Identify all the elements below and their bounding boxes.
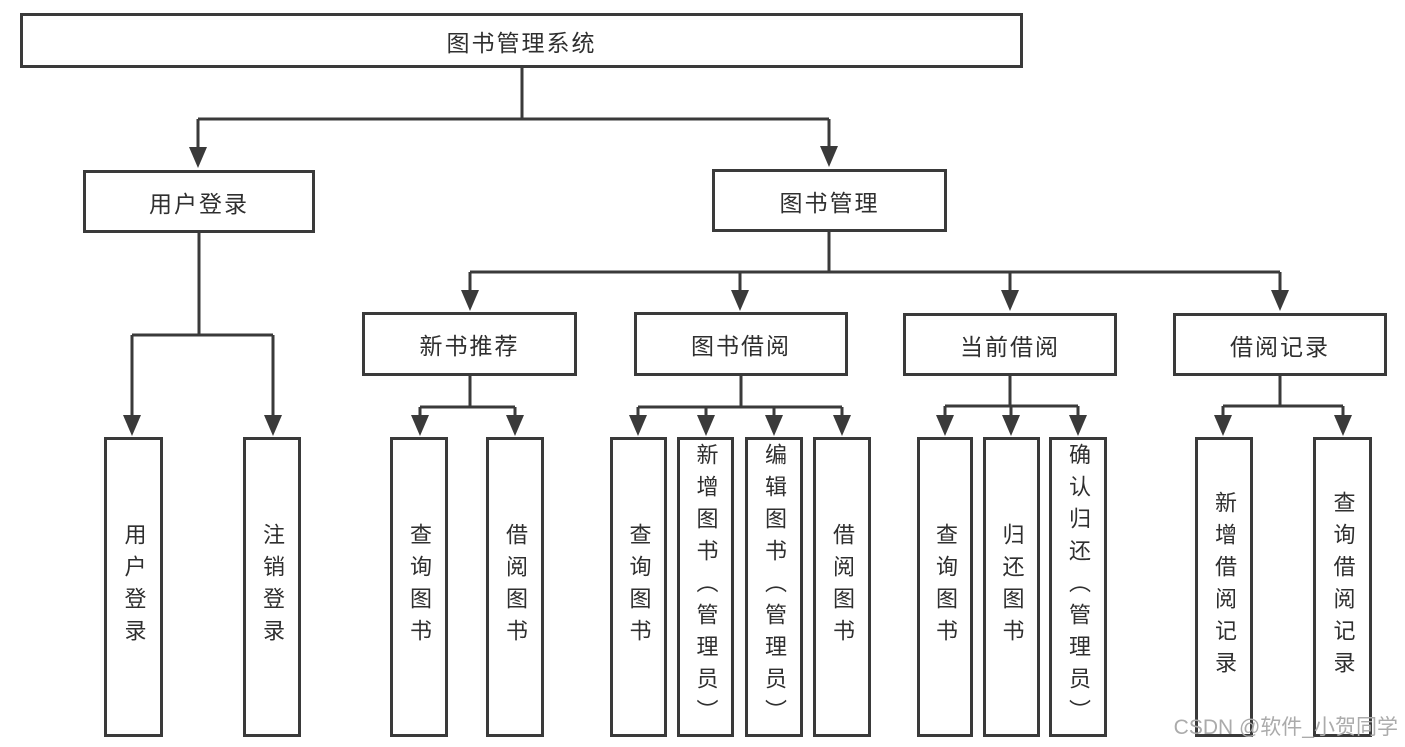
leaf-label: 新增借阅记录 (1212, 491, 1237, 683)
node-label: 用户登录 (149, 190, 249, 217)
arrowhead (1069, 415, 1087, 436)
leaf-label: 用户登录 (121, 523, 147, 651)
node-label: 当前借阅 (960, 333, 1060, 360)
connector-root-to-level1 (189, 68, 838, 168)
leaf-logout: 注销登录 (243, 437, 301, 737)
leaf-query-borrow-record: 查询借阅记录 (1313, 437, 1372, 737)
arrowhead (264, 415, 282, 436)
leaf-user-login: 用户登录 (104, 437, 163, 737)
arrowhead (461, 290, 479, 311)
arrowhead (697, 415, 715, 436)
node-label: 借阅记录 (1230, 333, 1330, 360)
leaf-add-book-admin: 新增图书（管理员） (677, 437, 734, 737)
leaf-borrow-books-recommend: 借阅图书 (486, 437, 544, 737)
leaf-label: 借阅图书 (503, 523, 528, 651)
arrowhead (1001, 290, 1019, 311)
node-current-borrow: 当前借阅 (903, 313, 1117, 376)
arrowhead (506, 415, 524, 436)
leaf-label: 查询借阅记录 (1330, 491, 1356, 683)
leaf-label: 编辑图书（管理员） (762, 443, 787, 731)
leaf-label: 归还图书 (999, 523, 1025, 651)
arrowhead (629, 415, 647, 436)
connector-borrow-records-children (1214, 376, 1352, 436)
leaf-query-books-recommend: 查询图书 (390, 437, 448, 737)
leaf-label: 查询图书 (933, 523, 958, 651)
leaf-label: 借阅图书 (830, 523, 855, 651)
connector-current-borrow-children (936, 376, 1087, 436)
node-library-management-system: 图书管理系统 (20, 13, 1023, 68)
leaf-label: 查询图书 (626, 523, 652, 651)
node-label: 图书管理 (779, 189, 880, 216)
leaf-confirm-return-admin: 确认归还（管理员） (1049, 437, 1107, 737)
leaf-label: 新增图书（管理员） (693, 443, 719, 731)
arrowhead (936, 415, 954, 436)
arrowhead (820, 146, 838, 167)
node-label: 新书推荐 (419, 333, 520, 359)
arrowhead (123, 415, 141, 436)
leaf-add-borrow-record: 新增借阅记录 (1195, 437, 1253, 737)
node-new-book-recommend: 新书推荐 (362, 312, 577, 376)
leaf-borrow-books: 借阅图书 (813, 437, 871, 737)
leaf-label: 确认归还（管理员） (1066, 443, 1091, 731)
connector-book-borrow-children (629, 376, 851, 436)
arrowhead (833, 415, 851, 436)
leaf-query-books-borrow: 查询图书 (610, 437, 667, 737)
leaf-edit-book-admin: 编辑图书（管理员） (745, 437, 803, 737)
node-borrow-records: 借阅记录 (1173, 313, 1387, 376)
node-label: 图书管理系统 (446, 29, 597, 56)
arrowhead (1271, 290, 1289, 311)
arrowhead (1002, 415, 1020, 436)
csdn-watermark: CSDN @软件_小贺同学 (1173, 716, 1398, 739)
arrowhead (1334, 415, 1352, 436)
node-book-management: 图书管理 (712, 169, 947, 232)
connector-book-management-to-level2 (461, 232, 1289, 311)
leaf-label: 查询图书 (407, 523, 432, 651)
arrowhead (1214, 415, 1232, 436)
node-user-login: 用户登录 (83, 170, 315, 233)
leaf-query-books-current: 查询图书 (917, 437, 973, 737)
connector-user-login-children (123, 233, 282, 436)
leaf-return-book: 归还图书 (983, 437, 1040, 737)
arrowhead (765, 415, 783, 436)
node-label: 图书借阅 (691, 333, 791, 359)
node-book-borrow: 图书借阅 (634, 312, 848, 376)
connector-new-book-children (411, 376, 524, 436)
arrowhead (411, 415, 429, 436)
arrowhead (189, 147, 207, 168)
arrowhead (731, 290, 749, 311)
leaf-label: 注销登录 (260, 523, 285, 651)
